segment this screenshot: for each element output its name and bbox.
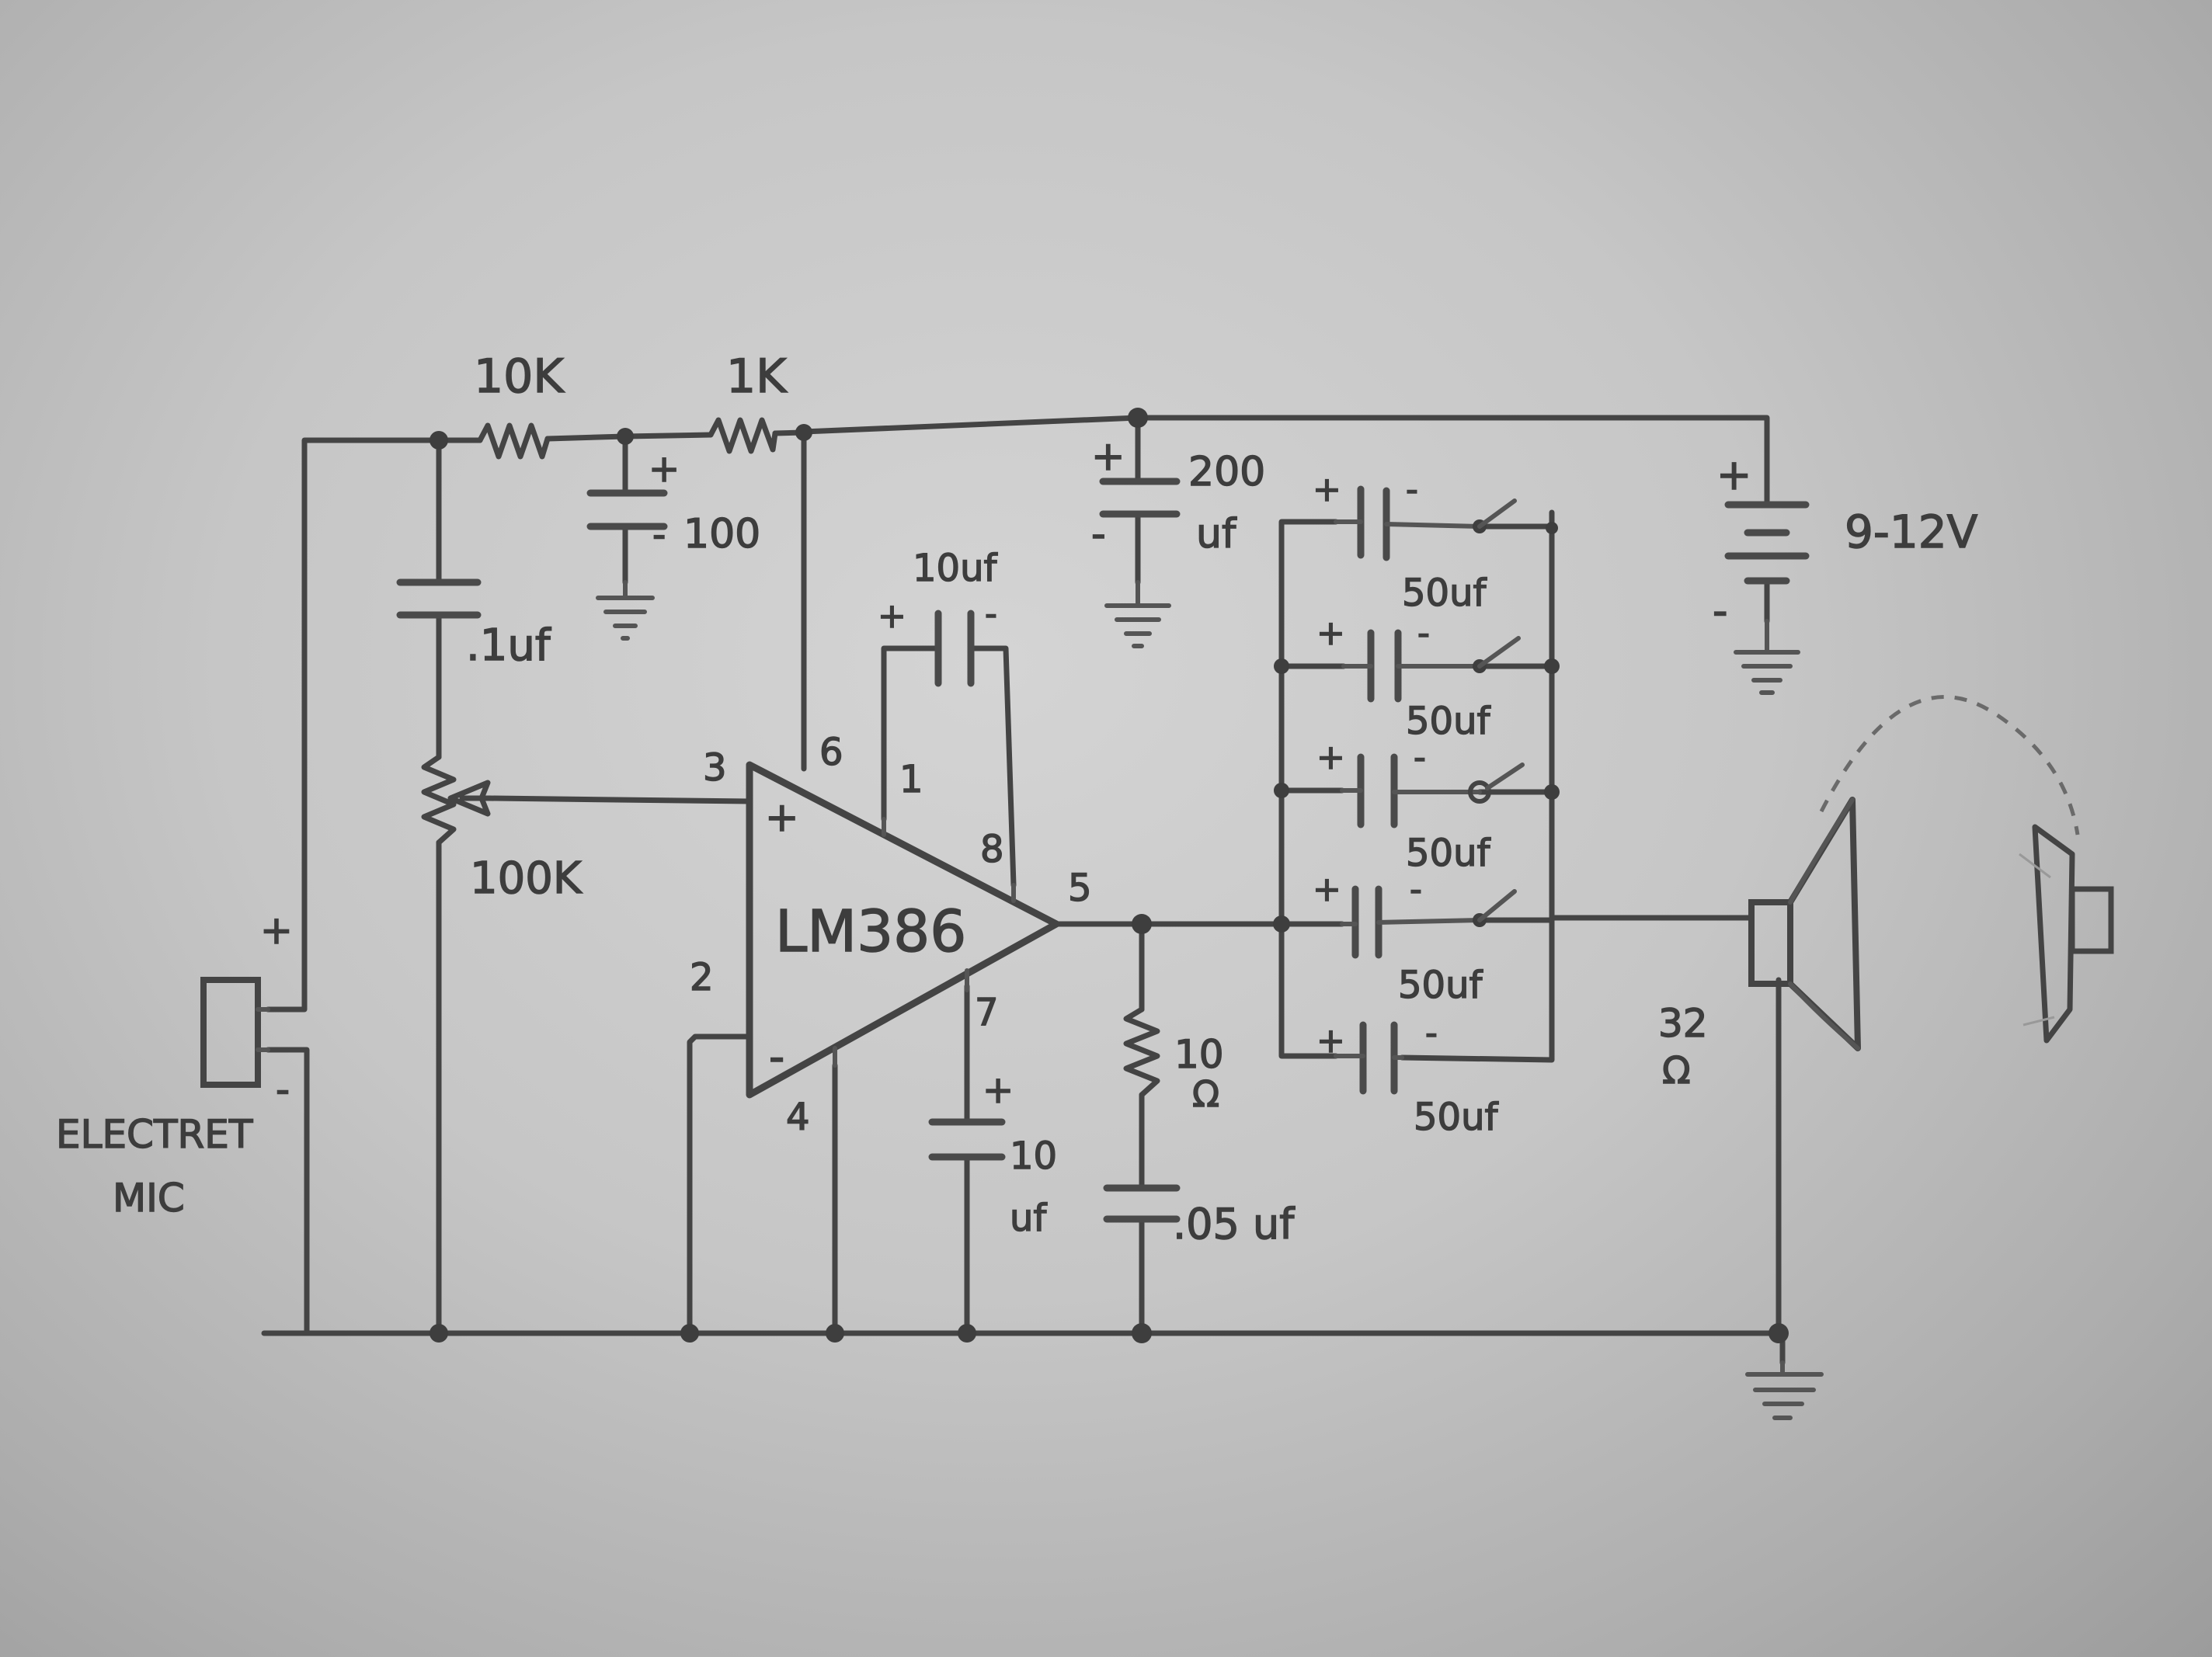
resistor-10k — [477, 422, 551, 460]
label-battery: 9-12V — [1845, 505, 1978, 558]
label-cap-bank-5: 50uf — [1414, 1096, 1499, 1139]
junction-dots — [430, 408, 1789, 1343]
label-bypass-cap: 10 — [1010, 1134, 1057, 1178]
speaker-ghost — [1819, 695, 2114, 1044]
label-gain-cap-minus: - — [985, 594, 997, 634]
label-cap-bank-plus-5: + — [1316, 1021, 1345, 1061]
lm386-chip — [746, 761, 1060, 1099]
label-100k: 100K — [470, 853, 583, 904]
label-200uf: 200 — [1188, 449, 1265, 495]
label-mic-plus: + — [260, 908, 293, 953]
label-pin3: 3 — [703, 746, 727, 790]
label-mic-minus: - — [276, 1067, 290, 1112]
label-mic: MIC — [113, 1176, 185, 1221]
capacitor-0.1uf — [396, 578, 482, 619]
label-200uf-plus: + — [1091, 433, 1125, 480]
label-pin7: 7 — [975, 991, 999, 1034]
label-pin2: 2 — [690, 956, 714, 999]
label-opamp-minus: - — [769, 1032, 784, 1082]
capacitor-0.05uf — [1103, 1184, 1181, 1223]
label-pin6: 6 — [819, 731, 843, 774]
capacitor-100uf — [586, 489, 668, 530]
label-cap-bank-minus-3: - — [1414, 738, 1426, 777]
capacitor-10uf-bypass — [928, 1118, 1006, 1161]
label-gain-cap-plus: + — [878, 596, 906, 636]
label-speaker: 32 — [1658, 1001, 1708, 1046]
label-cap-bank-minus-5: - — [1425, 1013, 1438, 1053]
resistor-10-ohm — [1123, 1006, 1160, 1098]
label-cap-bank-plus-4: + — [1313, 870, 1341, 909]
capacitor-bank — [1334, 485, 1558, 1095]
label-bypass-cap-unit: uf — [1010, 1197, 1047, 1240]
label-100uf-minus: - — [652, 513, 666, 557]
label-pin8: 8 — [980, 828, 1004, 871]
label-200uf-minus: - — [1091, 511, 1106, 558]
label-pin1: 1 — [899, 758, 923, 801]
label-zobel-r: 10 — [1174, 1032, 1224, 1077]
label-electret: ELECTRET — [56, 1112, 253, 1157]
label-lm386: LM386 — [775, 898, 966, 965]
label-cap-bank-3: 50uf — [1406, 832, 1491, 875]
speaker — [1748, 797, 1861, 1051]
label-cap-bank-2: 50uf — [1406, 700, 1491, 743]
handwritten-labels: 10K 1K + - 100 + - 200 uf .1uf 100K + - … — [55, 349, 1978, 1249]
label-1k: 1K — [726, 349, 788, 404]
label-opamp-plus: + — [765, 794, 799, 841]
label-zobel-r-unit: Ω — [1192, 1073, 1219, 1115]
capacitor-200uf — [1099, 478, 1181, 518]
capacitor-10uf-gain — [934, 610, 975, 687]
label-cap-bank-4: 50uf — [1398, 964, 1483, 1007]
label-pin4: 4 — [786, 1096, 810, 1139]
battery — [1724, 501, 1810, 585]
label-cap-bank-minus-4: - — [1410, 870, 1422, 909]
label-gain-cap: 10uf — [913, 547, 998, 590]
ground-symbols — [596, 580, 1824, 1420]
electret-mic — [200, 977, 270, 1088]
label-battery-plus: + — [1716, 450, 1751, 499]
label-cap-bank-plus-1: + — [1313, 470, 1341, 509]
label-cap-bank-minus-2: - — [1417, 613, 1430, 653]
label-pin5: 5 — [1068, 867, 1092, 910]
label-100uf-plus: + — [649, 447, 680, 491]
label-cap-bank-plus-3: + — [1316, 738, 1345, 777]
label-speaker-unit: Ω — [1662, 1049, 1691, 1093]
resistor-1k — [708, 417, 778, 454]
label-battery-minus: - — [1713, 586, 1728, 635]
label-cap-bank-minus-1: - — [1406, 470, 1418, 509]
label-cap-bank-1: 50uf — [1402, 571, 1487, 615]
label-200uf-unit: uf — [1196, 511, 1237, 558]
potentiometer-100k — [421, 754, 492, 846]
label-bypass-plus: + — [983, 1068, 1014, 1112]
label-100uf: 100 — [683, 511, 760, 558]
label-zobel-c: .05 uf — [1173, 1200, 1296, 1249]
label-10k: 10K — [474, 349, 565, 404]
label-0.1uf: .1uf — [466, 620, 551, 671]
wires — [261, 415, 1786, 1366]
label-cap-bank-plus-2: + — [1316, 613, 1345, 653]
